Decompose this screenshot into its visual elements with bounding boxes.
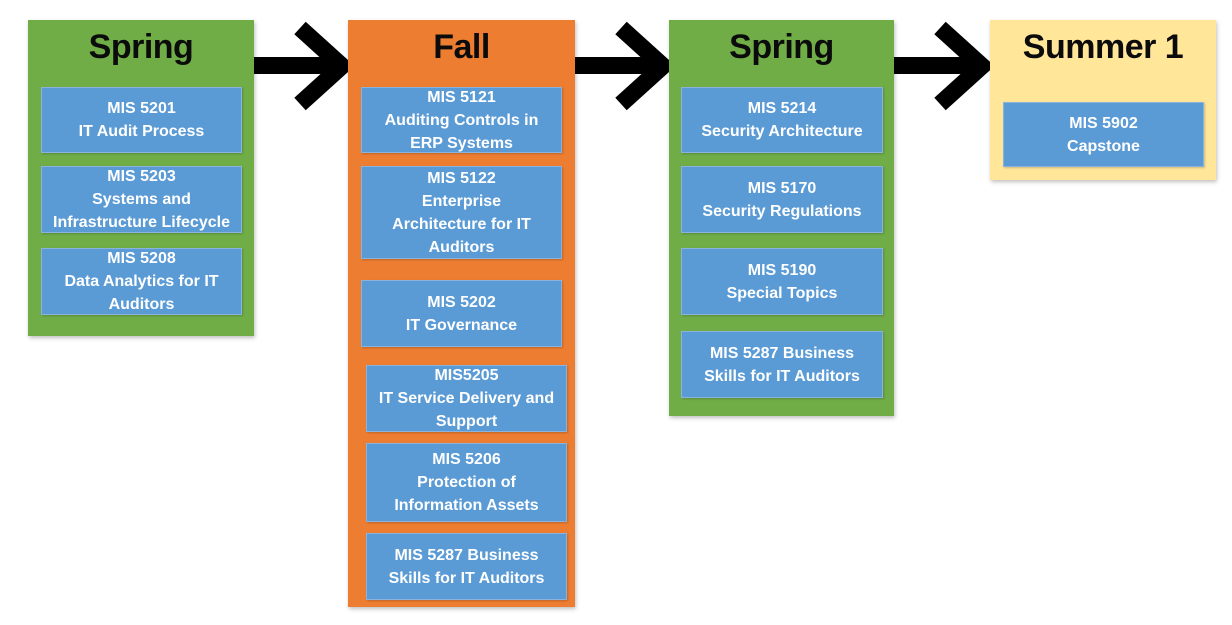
course-name: Data Analytics for IT Auditors (64, 273, 219, 313)
course-name: Capstone (1067, 137, 1140, 155)
course-box: MIS 5902 Capstone (1003, 102, 1204, 167)
course-code: MIS 5203 (107, 168, 176, 185)
term-title: Summer 1 (1022, 28, 1184, 66)
right-arrow-icon (894, 21, 995, 111)
course-box: MIS 5206 Protection of Information Asset… (366, 443, 567, 522)
course-name: Enterprise Architecture for IT Auditors (392, 192, 531, 256)
term-title: Spring (729, 28, 834, 66)
course-name: Security Regulations (702, 202, 862, 220)
term-spring-1: Spring MIS 5201 IT Audit Process MIS 520… (28, 20, 254, 336)
course-box: MIS 5121 Auditing Controls in ERP System… (361, 87, 562, 153)
term-title: Fall (433, 28, 490, 66)
course-box: MIS 5287 Business Skills for IT Auditors (366, 533, 567, 600)
course-code: MIS 5122 (427, 169, 496, 187)
course-box: MIS 5170 Security Regulations (681, 166, 883, 233)
course-code: MIS 5214 (747, 100, 817, 117)
course-box: MIS 5287 Business Skills for IT Auditors (681, 331, 883, 398)
right-arrow-icon (575, 21, 676, 111)
course-name: Special Topics (726, 284, 838, 302)
course-code: MIS 5202 (427, 293, 496, 311)
course-box: MIS 5214 Security Architecture (681, 87, 883, 153)
course-code: MIS5205 (434, 367, 499, 384)
course-name: Skills for IT Auditors (704, 367, 860, 385)
course-code: MIS 5287 Business (394, 546, 539, 564)
right-arrow-icon (254, 21, 355, 111)
course-name: IT Governance (405, 316, 518, 334)
course-name: Skills for IT Auditors (388, 569, 545, 587)
term-spring-2: Spring MIS 5214 Security Architecture MI… (669, 20, 894, 416)
course-code: MIS 5287 Business (709, 344, 855, 362)
course-box: MIS 5203 Systems and Infrastructure Life… (41, 166, 242, 233)
term-summer-1: Summer 1 MIS 5902 Capstone (990, 20, 1216, 180)
course-box: MIS 5190 Special Topics (681, 248, 883, 315)
course-box: MIS 5201 IT Audit Process (41, 87, 242, 153)
course-code: MIS 5208 (107, 250, 176, 267)
course-name: Systems and Infrastructure Lifecycle (53, 191, 230, 231)
term-fall: Fall MIS 5121 Auditing Controls in ERP S… (348, 20, 575, 607)
term-title: Spring (88, 28, 194, 66)
course-box: MIS 5202 IT Governance (361, 280, 562, 347)
course-code: MIS 5201 (107, 100, 176, 117)
course-code: MIS 5206 (432, 451, 501, 468)
course-code: MIS 5190 (747, 261, 817, 279)
course-name: IT Service Delivery and Support (378, 390, 555, 430)
course-name: IT Audit Process (78, 123, 205, 140)
course-name: Auditing Controls in ERP Systems (384, 111, 539, 152)
course-code: MIS 5170 (747, 179, 817, 197)
course-box: MIS5205 IT Service Delivery and Support (366, 365, 567, 432)
course-code: MIS 5902 (1069, 114, 1138, 132)
course-code: MIS 5121 (427, 88, 496, 106)
course-box: MIS 5122 Enterprise Architecture for IT … (361, 166, 562, 259)
course-name: Protection of Information Assets (394, 474, 539, 514)
course-box: MIS 5208 Data Analytics for IT Auditors (41, 248, 242, 315)
course-name: Security Architecture (701, 123, 863, 140)
